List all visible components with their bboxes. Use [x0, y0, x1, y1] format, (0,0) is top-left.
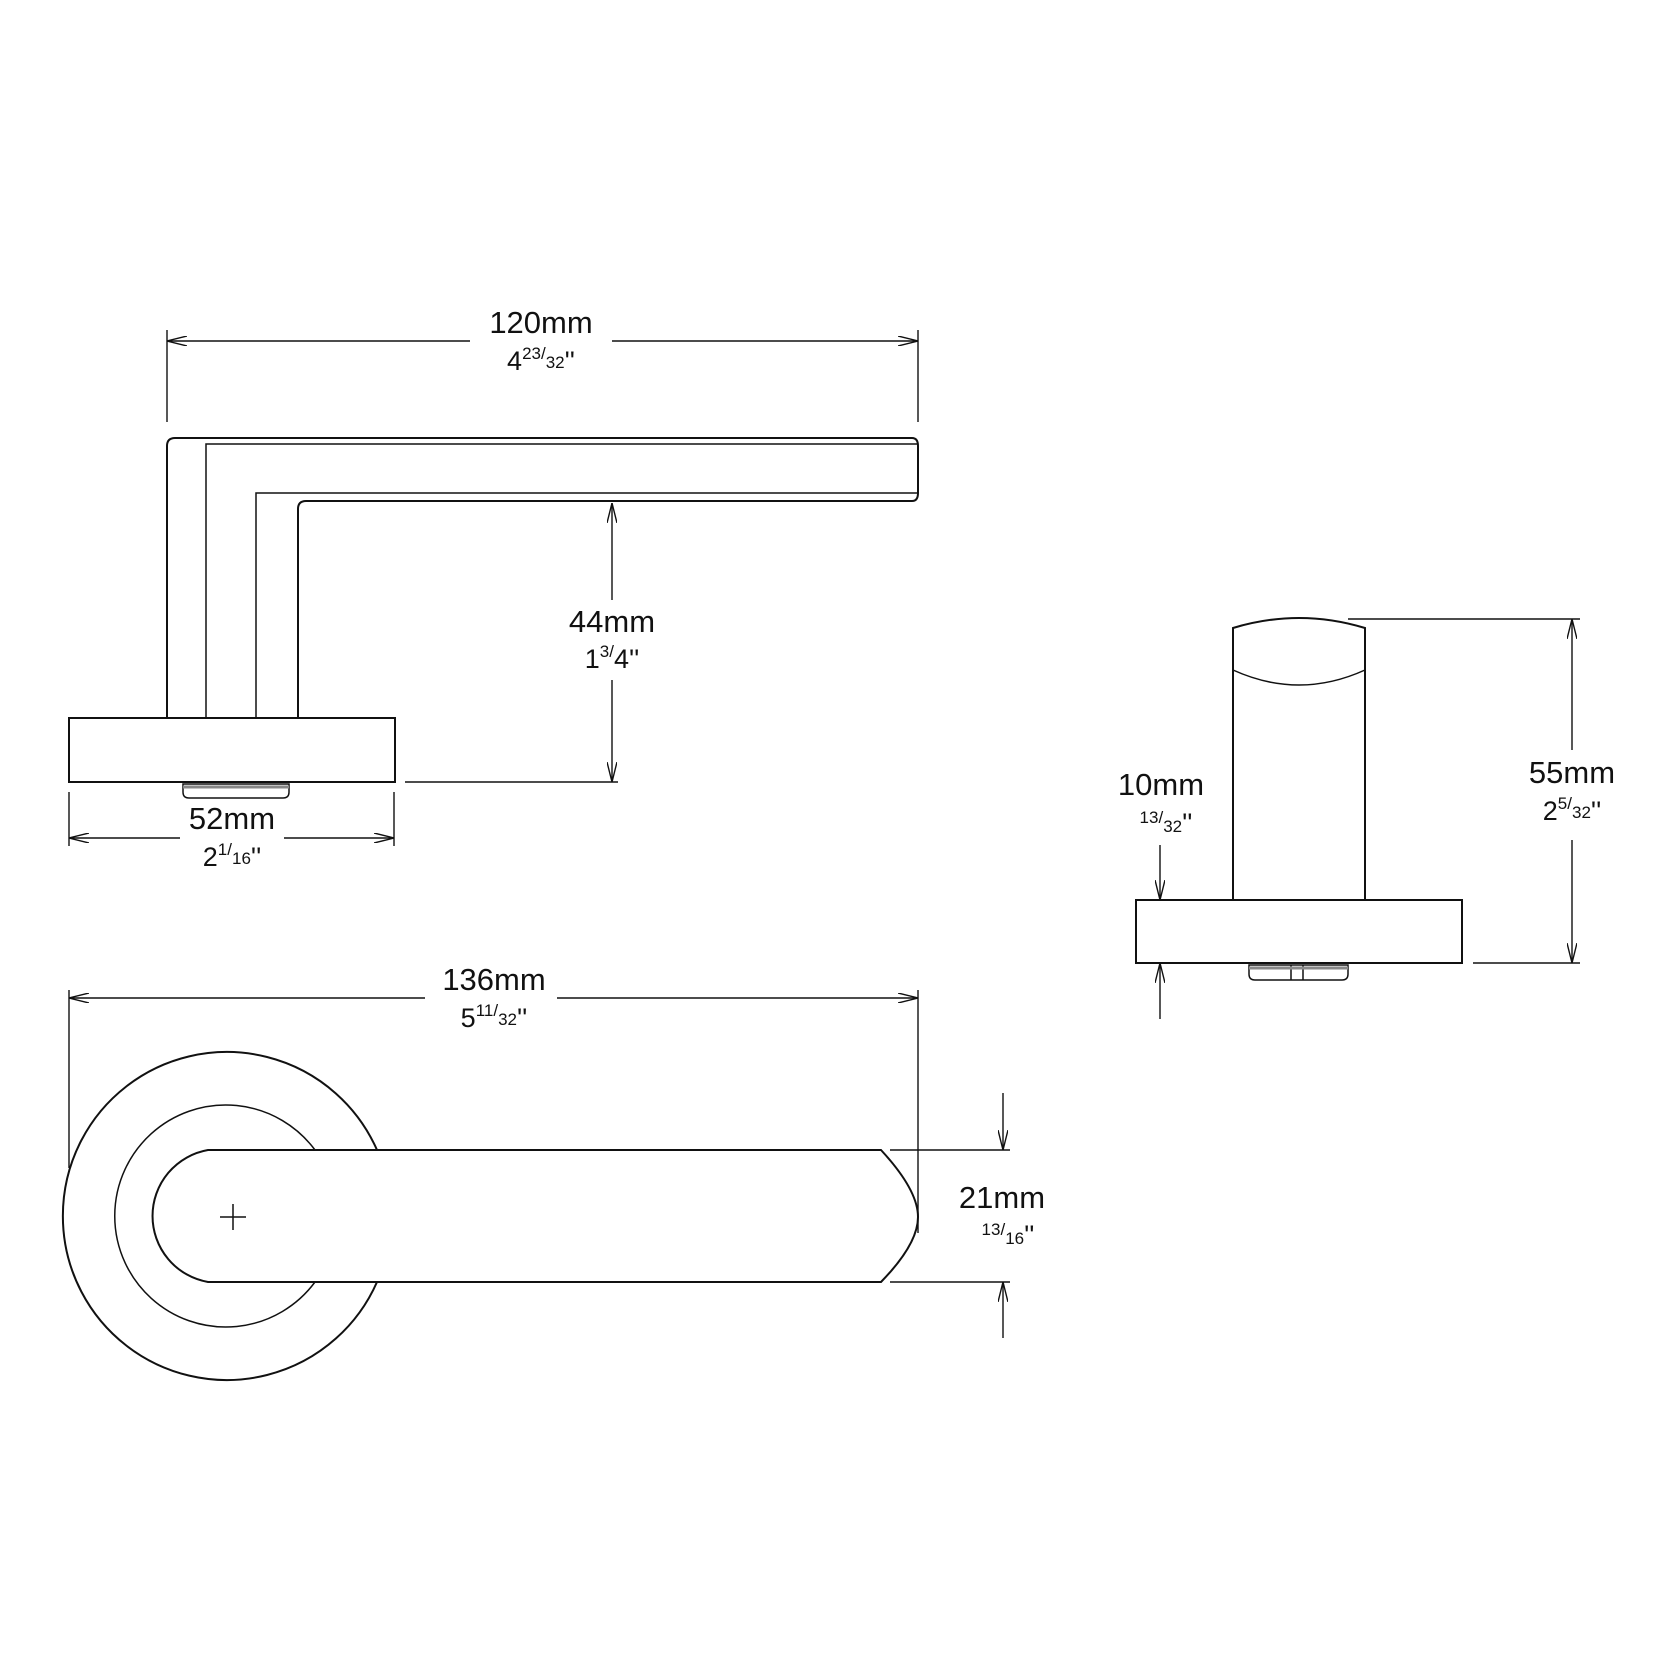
dim-lever-width-mm: 21mm	[959, 1180, 1045, 1215]
lever-front	[151, 1149, 920, 1283]
dim-rose-diameter-mm: 52mm	[189, 801, 275, 836]
dim-projection-inch: 13/4''	[585, 642, 640, 674]
rose-inner-ring	[114, 1104, 316, 1328]
rose-outer-circle	[61, 1051, 378, 1381]
lever-shank-side	[1232, 617, 1366, 900]
top-view: 120mm 423/32'' 44mm 13/4'' 52mm 21/16''	[68, 305, 919, 872]
dim-lever-length-mm: 120mm	[489, 305, 592, 340]
dim-lever-length-inch: 423/32''	[507, 344, 575, 376]
dim-overall-height-inch: 25/32''	[1543, 794, 1601, 826]
dim-rose-thickness-mm: 10mm	[1118, 767, 1204, 802]
dim-rose-diameter-inch: 21/16''	[203, 840, 261, 872]
dim-overall-length-inch: 511/32''	[461, 1001, 528, 1033]
rose-side	[1135, 899, 1463, 964]
dim-projection-mm: 44mm	[569, 604, 655, 639]
lever-shank-contour	[1232, 669, 1366, 686]
lever-facet-line-2	[255, 492, 918, 718]
dim-rose-thickness: 10mm 13/32''	[1118, 767, 1204, 1019]
dim-rose-thickness-inch: 13/32''	[1140, 808, 1193, 838]
dim-overall-height: 55mm 25/32''	[1348, 618, 1615, 964]
dim-rose-diameter: 52mm 21/16''	[68, 792, 395, 872]
lever-outer-outline	[166, 437, 919, 718]
dim-overall-length-mm: 136mm	[442, 962, 545, 997]
front-view: 136mm 511/32'' 21mm 13/16''	[61, 962, 1045, 1381]
lever-facet-line-1	[205, 443, 918, 718]
dim-lever-width: 21mm 13/16''	[890, 1093, 1045, 1338]
dim-projection: 44mm 13/4''	[405, 503, 655, 783]
dim-lever-width-inch: 13/16''	[982, 1220, 1035, 1250]
side-view: 55mm 25/32'' 10mm 13/32''	[1118, 617, 1615, 1019]
dim-lever-length: 120mm 423/32''	[166, 305, 919, 422]
spindle-nub-side	[1248, 964, 1349, 981]
dim-overall-height-mm: 55mm	[1529, 755, 1615, 790]
rose-side-profile	[68, 717, 396, 783]
dim-overall-length: 136mm 511/32''	[68, 962, 919, 1233]
spindle-nub	[182, 783, 290, 799]
